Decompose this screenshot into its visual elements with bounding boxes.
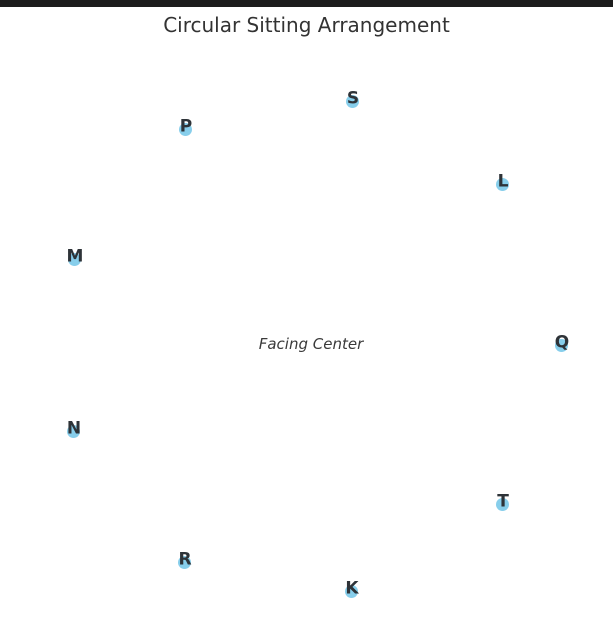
seat-marker-dot xyxy=(345,585,358,598)
seat-marker-dot xyxy=(67,425,80,438)
figure-title: Circular Sitting Arrangement xyxy=(163,13,450,37)
seat-marker-dot xyxy=(68,253,81,266)
seat-marker-dot xyxy=(178,556,191,569)
seat-marker-dot xyxy=(346,95,359,108)
center-label: Facing Center xyxy=(258,335,364,353)
seat-marker-dot xyxy=(179,123,192,136)
seat-marker-dot xyxy=(496,498,509,511)
seat-letter: P xyxy=(179,116,193,137)
top-bar xyxy=(0,0,613,7)
seat-marker-dot xyxy=(496,178,509,191)
seat-letter: N xyxy=(66,418,82,439)
seat-letter: R xyxy=(178,549,192,570)
seat-letter: L xyxy=(497,171,509,192)
seat-letter: Q xyxy=(554,332,570,353)
seat-letter: T xyxy=(497,491,509,512)
seat-letter: K xyxy=(345,578,359,599)
seat-letter: M xyxy=(66,246,84,267)
seat-marker-dot xyxy=(555,339,568,352)
seat-letter: S xyxy=(346,88,360,109)
